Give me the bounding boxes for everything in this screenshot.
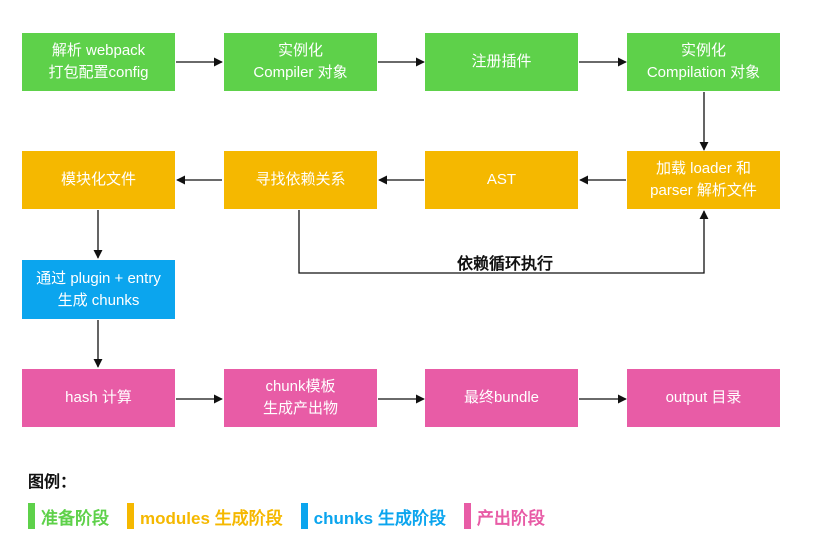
node-load-loader: 加载 loader 和 parser 解析文件 <box>627 151 780 209</box>
node-final-bundle: 最终bundle <box>425 369 578 427</box>
node-hash: hash 计算 <box>22 369 175 427</box>
legend-item-output: 产出阶段 <box>463 503 545 529</box>
node-create-compilation: 实例化 Compilation 对象 <box>627 33 780 91</box>
legend-swatch <box>127 503 134 529</box>
node-create-compiler: 实例化 Compiler 对象 <box>224 33 377 91</box>
node-chunk-template: chunk模板 生成产出物 <box>224 369 377 427</box>
node-generate-chunks: 通过 plugin + entry 生成 chunks <box>22 260 175 319</box>
arrow-dependency-loop <box>298 210 709 274</box>
legend-item-chunks: chunks 生成阶段 <box>300 503 446 529</box>
legend-title: 图例： <box>28 474 77 491</box>
legend-label: chunks 生成阶段 <box>313 508 446 528</box>
legend-swatch <box>28 503 35 529</box>
legend-swatch <box>300 503 308 529</box>
node-ast: AST <box>425 151 578 209</box>
legend-label: 产出阶段 <box>476 508 545 528</box>
legend-label: modules 生成阶段 <box>140 508 283 528</box>
node-modularize: 模块化文件 <box>22 151 175 209</box>
legend-item-modules: modules 生成阶段 <box>127 503 283 529</box>
legend: 准备阶段 modules 生成阶段 chunks 生成阶段 产出阶段 <box>28 503 563 529</box>
legend-item-prepare: 准备阶段 <box>28 503 109 529</box>
node-find-deps: 寻找依赖关系 <box>224 151 377 209</box>
legend-label: 准备阶段 <box>41 508 109 528</box>
legend-swatch <box>463 503 471 529</box>
node-parse-config: 解析 webpack 打包配置config <box>22 33 175 91</box>
node-output-dir: output 目录 <box>627 369 780 427</box>
loop-label: 依赖循环执行 <box>456 256 553 273</box>
node-register-plugins: 注册插件 <box>425 33 578 91</box>
